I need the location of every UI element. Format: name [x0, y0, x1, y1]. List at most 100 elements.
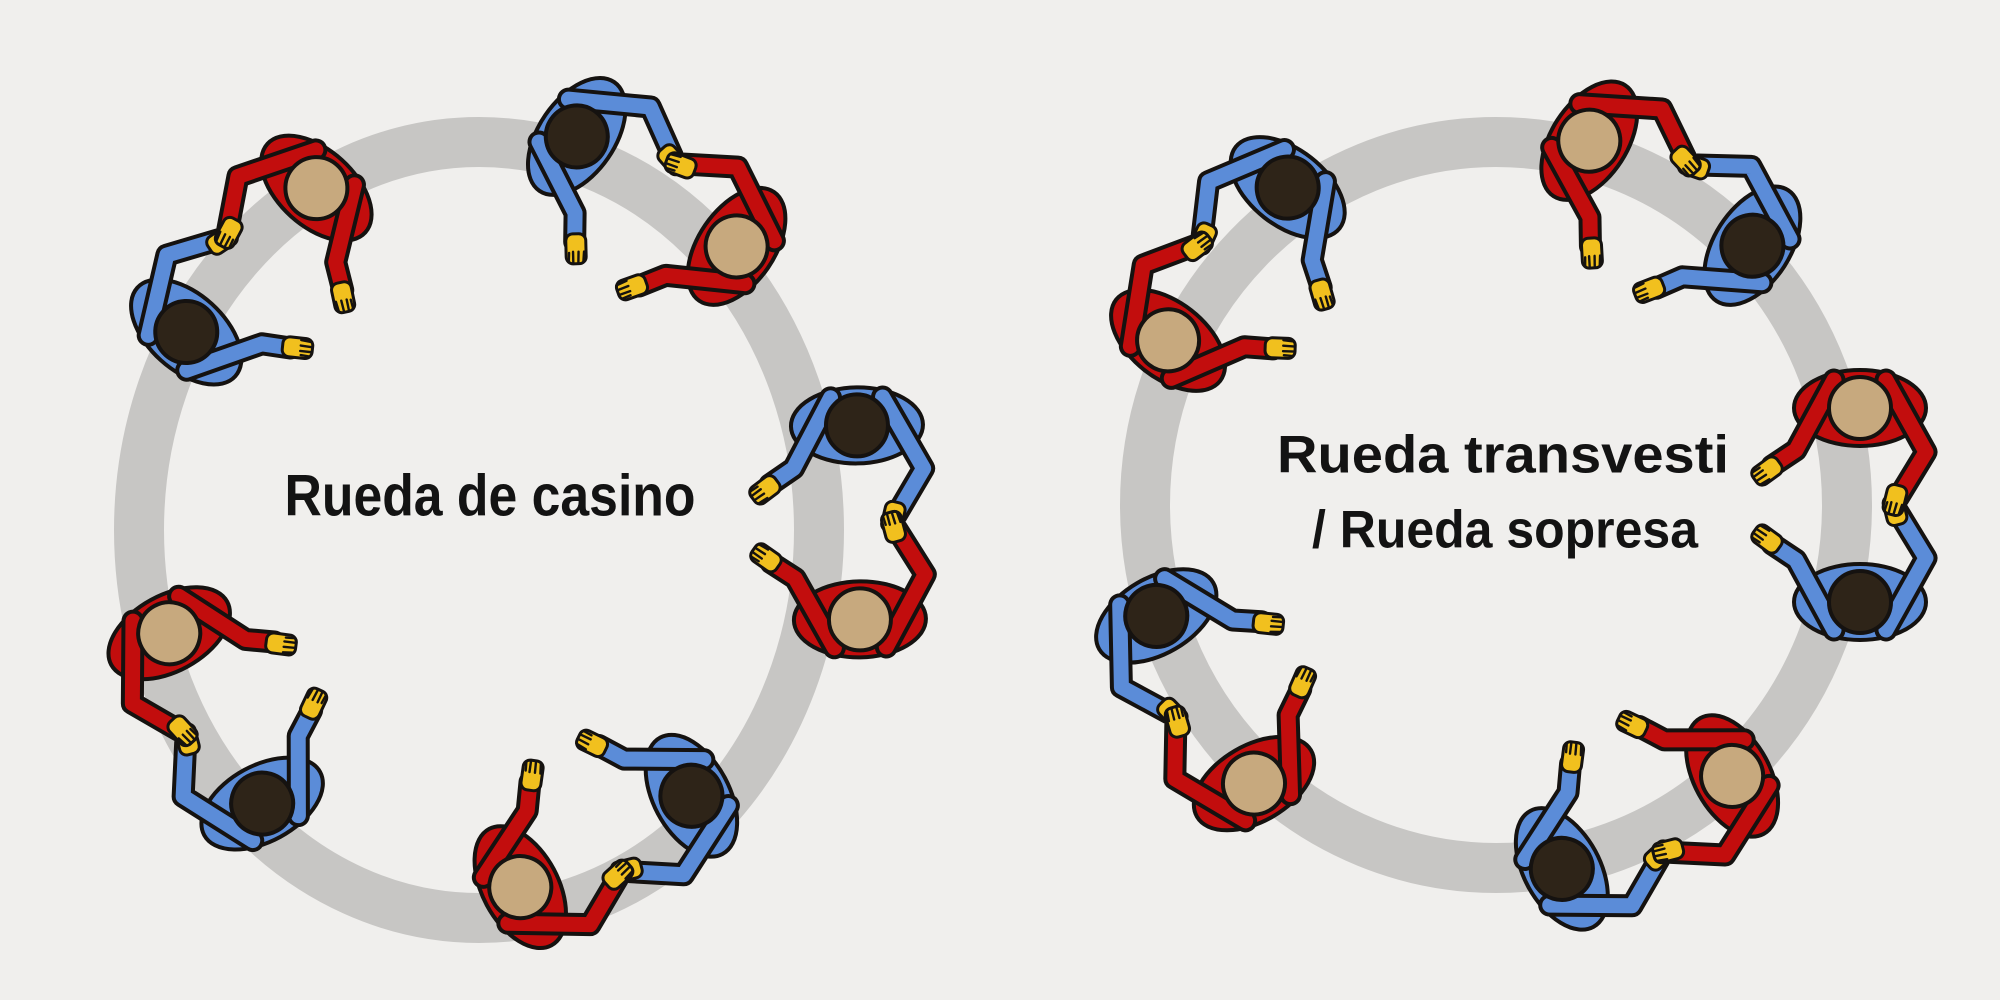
dancer-slot-2: [106, 584, 298, 748]
free-arm: [328, 177, 362, 298]
dancer-hand: [264, 631, 298, 657]
dancer-hand: [1263, 336, 1297, 360]
dancer-hand: [748, 474, 782, 506]
dancer-head: [1254, 154, 1321, 221]
dancer-hand: [1180, 230, 1214, 263]
hand-fingers: [614, 859, 635, 880]
hand-fingers: [1583, 254, 1602, 270]
dancer-blue: [1750, 493, 1938, 642]
dancer-hand: [166, 714, 199, 748]
dancer-hand: [298, 686, 329, 721]
dancer-head: [1220, 750, 1287, 817]
dancer-hand: [564, 232, 588, 266]
dancer-slot-2: [1750, 368, 1938, 517]
dancer-slot-1: [748, 385, 936, 534]
hold-arm: [1689, 157, 1798, 247]
dancer-head: [1528, 835, 1595, 902]
hold-arm: [124, 613, 187, 738]
hold-arm: [140, 232, 226, 343]
dancer-head: [229, 770, 296, 837]
free-arm: [1517, 756, 1579, 867]
right-diagram-title-line1: Rueda transvesti: [1277, 426, 1729, 485]
hand-palm: [601, 858, 635, 891]
hold-arm: [1542, 851, 1667, 914]
hold-arm: [1663, 777, 1777, 863]
dancer-head: [136, 600, 203, 667]
dancer-head: [487, 854, 554, 921]
dancer-hand: [1651, 837, 1686, 865]
hold-arm: [560, 91, 680, 164]
dancer-hand: [1288, 665, 1318, 700]
dancer-head: [1827, 375, 1893, 441]
hand-palm: [166, 714, 199, 748]
dancer-hand: [1560, 740, 1586, 774]
left-rueda-diagram: [106, 75, 937, 951]
hand-fingers: [298, 338, 314, 358]
hold-arm: [1122, 238, 1202, 354]
ring-left: [114, 117, 844, 943]
dancer-slot-2: [1615, 709, 1781, 867]
hand-palm: [1669, 144, 1702, 178]
dancer-red: [749, 509, 937, 660]
hand-palm: [564, 232, 588, 266]
dancer-hand: [1615, 709, 1650, 740]
dancer-hand: [1163, 704, 1192, 739]
free-arm: [591, 737, 712, 768]
hand-palm: [1180, 230, 1214, 263]
hand-fingers: [748, 485, 769, 506]
hand-fingers: [664, 152, 682, 172]
dancer-hand: [1881, 483, 1909, 517]
dancer-pair: [1094, 567, 1318, 833]
dancer-slot-1: [1094, 567, 1286, 730]
free-arm: [1631, 718, 1752, 748]
right-diagram-title-line2: / Rueda sopresa: [1312, 501, 1698, 560]
dancer-hand: [1308, 277, 1336, 312]
free-arm: [1648, 269, 1770, 296]
hand-palm: [280, 335, 315, 361]
dancer-pair: [748, 385, 937, 660]
dancer-head: [826, 586, 893, 653]
dancer-hand: [1251, 611, 1286, 636]
hand-palm: [1579, 236, 1604, 270]
hold-arm: [622, 798, 736, 883]
hand-fingers: [1750, 523, 1771, 544]
dancer-blue: [525, 75, 689, 266]
dancer-hand: [663, 151, 698, 180]
dancer-head: [703, 213, 770, 280]
hand-fingers: [1269, 615, 1285, 634]
hand-fingers: [306, 686, 328, 705]
dancer-slot-1: [1750, 493, 1938, 642]
dancer-pair: [106, 584, 329, 853]
free-arm: [290, 702, 320, 824]
free-arm: [763, 555, 842, 656]
free-arm: [171, 588, 282, 650]
hand-fingers: [615, 279, 632, 300]
dancer-head: [543, 103, 610, 170]
dancer-pair: [1539, 79, 1803, 307]
dancer-pair: [129, 133, 374, 387]
free-arm: [631, 267, 753, 294]
free-arm: [179, 336, 298, 378]
dancer-hand: [880, 509, 907, 544]
dancer-red: [213, 133, 374, 315]
hand-fingers: [281, 636, 298, 654]
right-rueda-diagram: [1094, 79, 1938, 932]
hand-fingers: [1165, 705, 1185, 723]
dancer-red: [471, 758, 635, 951]
dancer-hand: [519, 758, 545, 793]
hold-arm: [175, 735, 261, 849]
dancer-head: [283, 155, 350, 222]
free-arm: [1280, 681, 1309, 803]
dancer-hand: [330, 280, 357, 315]
hand-fingers: [1564, 740, 1583, 757]
hold-arm: [1878, 372, 1934, 506]
hold-arm: [875, 389, 932, 523]
dancer-red: [1539, 79, 1702, 270]
hand-fingers: [567, 250, 586, 266]
dancer-red: [1750, 368, 1938, 517]
free-arm: [1544, 139, 1598, 254]
dancer-blue: [575, 728, 740, 887]
free-arm: [762, 390, 839, 493]
